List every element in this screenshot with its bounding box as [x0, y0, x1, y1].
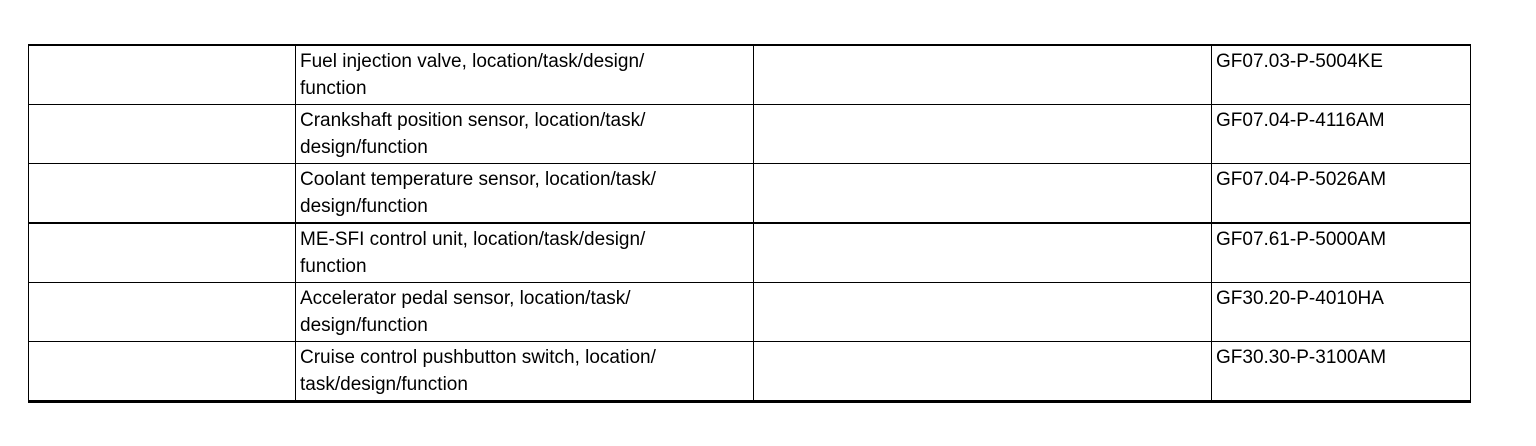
empty-left-cell	[28, 44, 296, 105]
table-row: Crankshaft position sensor, location/tas…	[28, 104, 1471, 164]
document-code-cell: GF30.20-P-4010HA	[1211, 282, 1471, 342]
function-description-table: Fuel injection valve, location/task/desi…	[28, 44, 1471, 403]
empty-middle-cell	[753, 163, 1212, 224]
table-row: Cruise control pushbutton switch, locati…	[28, 341, 1471, 402]
table-row: Fuel injection valve, location/task/desi…	[28, 44, 1471, 105]
document-code-cell: GF07.04-P-5026AM	[1211, 163, 1471, 224]
description-cell: Crankshaft position sensor, location/tas…	[295, 104, 754, 164]
empty-middle-cell	[753, 222, 1212, 283]
description-cell: ME-SFI control unit, location/task/desig…	[295, 222, 754, 283]
description-cell: Accelerator pedal sensor, location/task/…	[295, 282, 754, 342]
empty-middle-cell	[753, 104, 1212, 164]
document-code-cell: GF30.30-P-3100AM	[1211, 341, 1471, 402]
description-cell: Cruise control pushbutton switch, locati…	[295, 341, 754, 402]
empty-left-cell	[28, 104, 296, 164]
empty-left-cell	[28, 163, 296, 224]
table-body: Fuel injection valve, location/task/desi…	[28, 44, 1471, 402]
document-code-cell: GF07.03-P-5004KE	[1211, 44, 1471, 105]
empty-left-cell	[28, 282, 296, 342]
empty-left-cell	[28, 341, 296, 402]
table-row: Accelerator pedal sensor, location/task/…	[28, 282, 1471, 342]
empty-middle-cell	[753, 44, 1212, 105]
description-cell: Coolant temperature sensor, location/tas…	[295, 163, 754, 224]
empty-left-cell	[28, 222, 296, 283]
description-cell: Fuel injection valve, location/task/desi…	[295, 44, 754, 105]
table-row: ME-SFI control unit, location/task/desig…	[28, 222, 1471, 283]
document-code-cell: GF07.04-P-4116AM	[1211, 104, 1471, 164]
table-row: Coolant temperature sensor, location/tas…	[28, 163, 1471, 224]
empty-middle-cell	[753, 341, 1212, 402]
empty-middle-cell	[753, 282, 1212, 342]
document-code-cell: GF07.61-P-5000AM	[1211, 222, 1471, 283]
